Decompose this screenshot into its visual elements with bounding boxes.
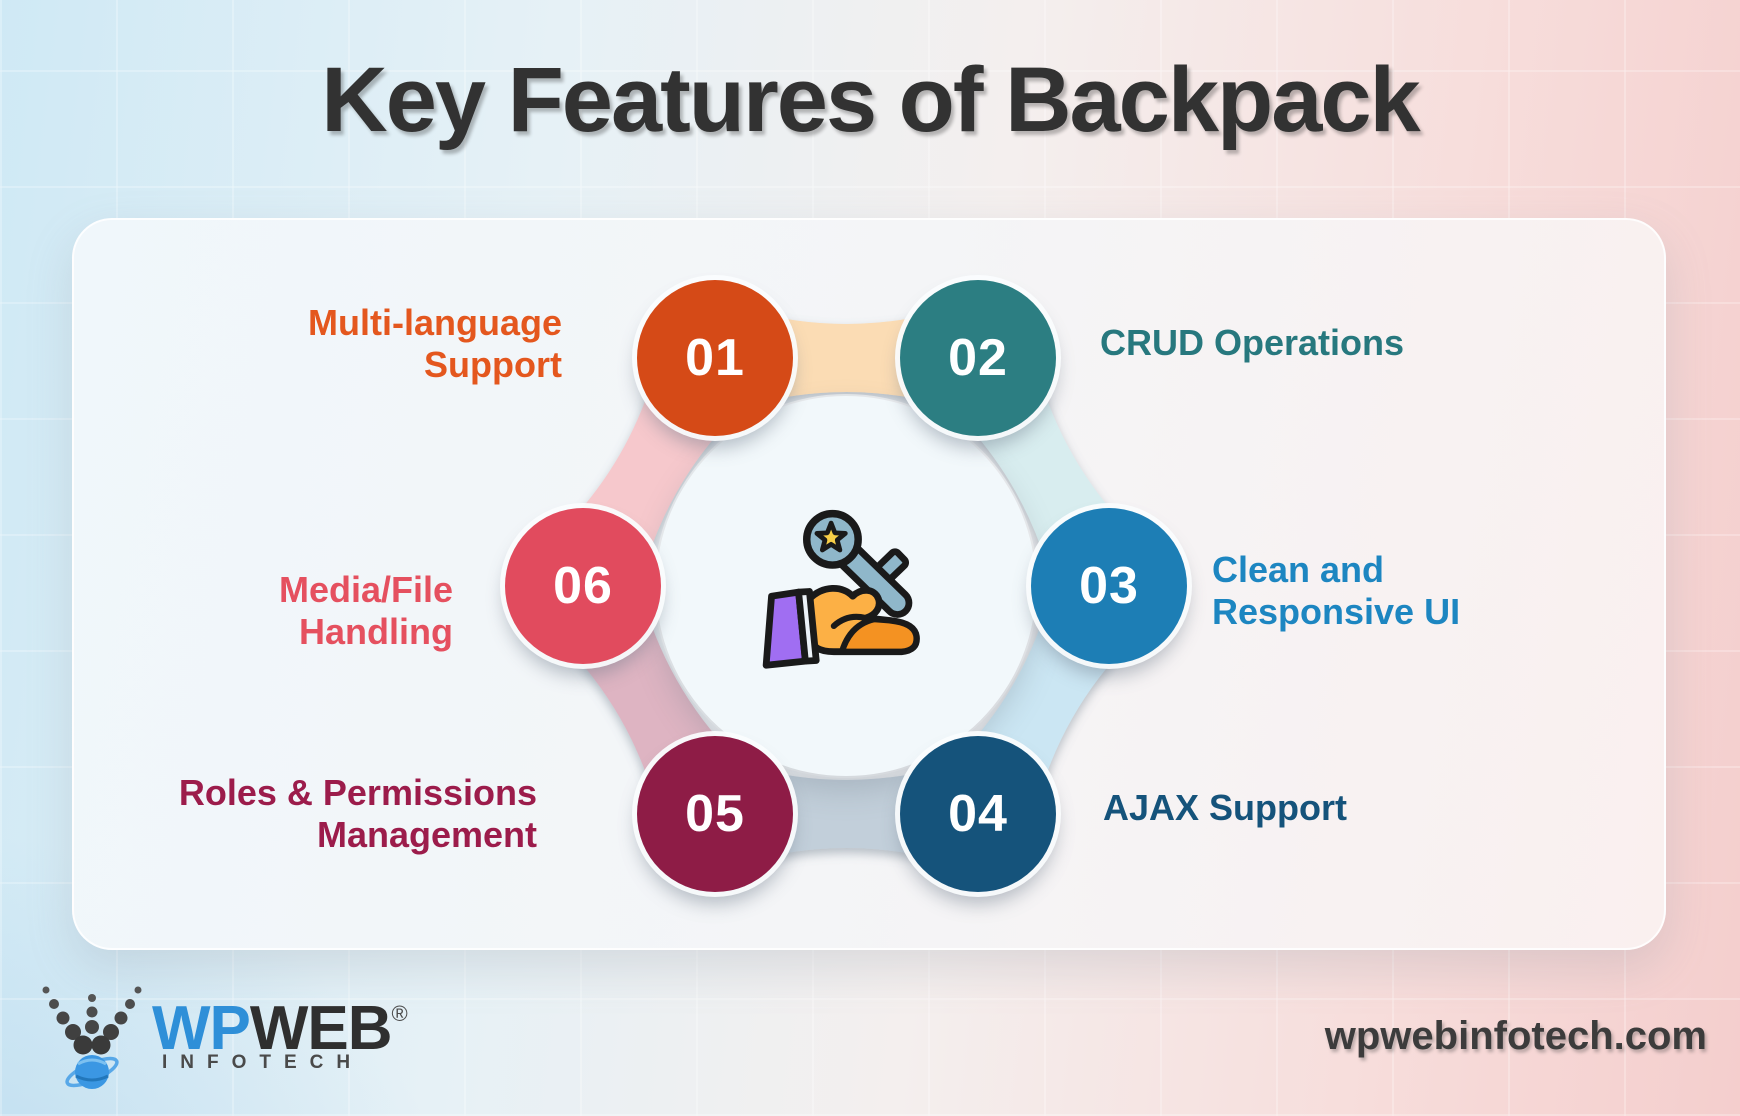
feature-number-02: 02 bbox=[948, 329, 1008, 387]
label-line: Multi-language bbox=[308, 302, 562, 343]
website-url: wpwebinfotech.com bbox=[1324, 1014, 1707, 1058]
feature-circle-03: 03 bbox=[1031, 508, 1187, 664]
label-line: AJAX Support bbox=[1103, 787, 1348, 828]
label-line: Clean and bbox=[1212, 549, 1385, 590]
label-line: Roles & Permissions bbox=[178, 772, 537, 813]
feature-label-media-file-handling: Media/File Handling bbox=[279, 569, 453, 653]
center-circle bbox=[656, 396, 1036, 776]
label-line: CRUD Operations bbox=[1100, 322, 1405, 363]
label-line: Media/File bbox=[278, 569, 453, 610]
feature-circle-05: 05 bbox=[637, 736, 793, 892]
logo-web-text: WEB bbox=[249, 994, 393, 1063]
feature-circle-06: 06 bbox=[505, 508, 661, 664]
label-line: Management bbox=[316, 814, 537, 855]
feature-label-crud-operations: CRUD Operations bbox=[1100, 322, 1404, 364]
label-line: Support bbox=[424, 344, 562, 385]
label-line: Handling bbox=[299, 611, 453, 652]
feature-label-clean-responsive-ui: Clean and Responsive UI bbox=[1212, 549, 1460, 633]
feature-circle-01: 01 bbox=[637, 280, 793, 436]
registered-trademark-icon: ® bbox=[391, 1001, 408, 1026]
logo-wordmark: WPWEB® bbox=[152, 982, 408, 1063]
logo-wp-text: WP bbox=[152, 994, 251, 1063]
hand-holding-key-icon bbox=[762, 509, 920, 669]
feature-number-05: 05 bbox=[685, 785, 745, 843]
feature-number-01: 01 bbox=[685, 329, 745, 387]
feature-number-06: 06 bbox=[553, 557, 613, 615]
page-title: Key Features of Backpack bbox=[321, 49, 1420, 151]
company-logo: WPWEB® INFOTECH bbox=[40, 980, 460, 1106]
logo-subtitle: INFOTECH bbox=[162, 1052, 364, 1073]
feature-circle-02: 02 bbox=[900, 280, 1056, 436]
label-line: Responsive UI bbox=[1212, 591, 1461, 632]
feature-number-04: 04 bbox=[948, 785, 1008, 843]
wpweb-logo-mark-icon bbox=[42, 986, 142, 1089]
feature-label-multi-language-support: Multi-language Support bbox=[308, 302, 562, 386]
feature-label-roles-permissions: Roles & Permissions Management bbox=[179, 772, 537, 856]
feature-circle-04: 04 bbox=[900, 736, 1056, 892]
feature-number-03: 03 bbox=[1079, 557, 1139, 615]
feature-label-ajax-support: AJAX Support bbox=[1103, 787, 1347, 829]
